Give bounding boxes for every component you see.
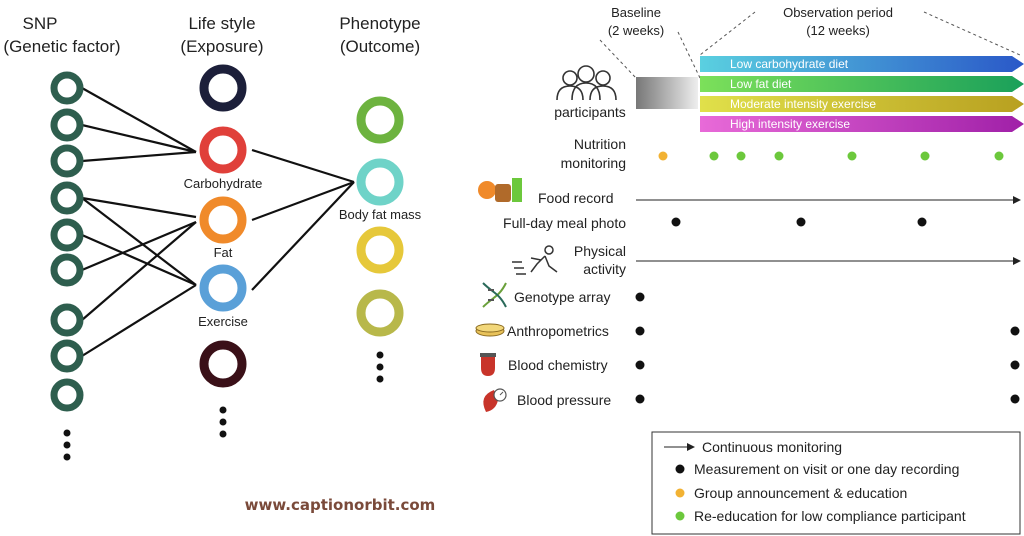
snp-ring: [50, 108, 84, 142]
lifestyle-ring-unlabeled: [199, 340, 247, 388]
anthropometrics-visit-dot: [1010, 326, 1020, 336]
legend-reeducation: Re-education for low compliance particip…: [694, 508, 966, 524]
fat-ring: [199, 196, 247, 244]
blood-chemistry-visit-dot: [635, 360, 645, 370]
genotype-visit-dot: [635, 292, 645, 302]
blood-pressure-label: Blood pressure: [517, 392, 611, 408]
nutrition-label-line1: Nutrition: [574, 136, 626, 152]
arm-low-carbohydrate: [700, 56, 1024, 72]
participants-label: participants: [554, 104, 626, 120]
observation-duration: (12 weeks): [806, 23, 870, 38]
lifestyle-ellipsis-dots: [219, 406, 227, 438]
arm-high-exercise: [700, 116, 1024, 132]
reeducation-dot: [994, 151, 1004, 161]
lifestyle-ring-unlabeled: [199, 64, 247, 112]
genotype-label: Genotype array: [514, 289, 611, 305]
physical-activity-label-line1: Physical: [574, 243, 626, 259]
announcement-dot: [658, 151, 668, 161]
phenotype-ring: [356, 96, 404, 144]
blood-pressure-visit-dot: [635, 394, 645, 404]
watermark: www.captionorbit.com: [245, 496, 436, 514]
legend-orange-dot: [675, 488, 685, 498]
phenotype-rings: [356, 96, 404, 337]
carbohydrate-label: Carbohydrate: [184, 176, 263, 191]
reeducation-dot: [847, 151, 857, 161]
blood-chemistry-visit-dot: [1010, 360, 1020, 370]
phenotype-ring: [356, 289, 404, 337]
reeducation-dot: [736, 151, 746, 161]
snp-ring: [50, 339, 84, 373]
baseline-block: [636, 77, 698, 109]
snp-subheader: (Genetic factor): [3, 37, 120, 56]
blood-tube-icon: [480, 353, 496, 376]
lifestyle-rings: [199, 64, 247, 388]
carbohydrate-ring: [199, 126, 247, 174]
baseline-label: Baseline: [611, 5, 661, 20]
snp-ring: [50, 218, 84, 252]
observation-label: Observation period: [783, 5, 893, 20]
period-brackets: [599, 11, 1021, 79]
snp-ring: [50, 71, 84, 105]
association-lines: [81, 87, 355, 357]
legend-black-dot: [675, 464, 685, 474]
snp-header: SNP: [23, 14, 58, 33]
blood-pressure-visit-dot: [1010, 394, 1020, 404]
dna-icon: [482, 282, 507, 308]
nutrition-label-line2: monitoring: [561, 155, 626, 171]
blood-pressure-icon: [483, 388, 507, 412]
legend-visit: Measurement on visit or one day recordin…: [694, 461, 959, 477]
exercise-ring: [199, 264, 247, 312]
anthropometrics-visit-dot: [635, 326, 645, 336]
runner-icon: [512, 245, 558, 275]
legend-continuous: Continuous monitoring: [702, 439, 842, 455]
tape-measure-icon: [475, 323, 505, 337]
legend-announcement: Group announcement & education: [694, 485, 907, 501]
body-fat-mass-ring: [356, 158, 404, 206]
snp-ring: [50, 378, 84, 412]
meal-photo-label: Full-day meal photo: [503, 215, 626, 231]
meal-photo-visit-dots: [671, 217, 927, 227]
physical-activity-label-line2: activity: [583, 261, 626, 277]
exercise-label: Exercise: [198, 314, 248, 329]
arm-bands: [700, 56, 1024, 132]
blood-chemistry-label: Blood chemistry: [508, 357, 608, 373]
food-record-icon: [478, 178, 522, 202]
snp-ring: [50, 144, 84, 178]
baseline-duration: (2 weeks): [608, 23, 664, 38]
arm-label-moderate: Moderate intensity exercise: [730, 97, 876, 111]
snp-ellipsis-dots: [63, 429, 71, 461]
phenotype-ring: [356, 226, 404, 274]
phenotype-ellipsis-dots: [376, 351, 384, 383]
participants-icon: [556, 65, 617, 101]
snp-rings: [50, 71, 84, 412]
reeducation-dot: [709, 151, 719, 161]
snp-ring: [50, 303, 84, 337]
lifestyle-header: Life style: [188, 14, 255, 33]
lifestyle-subheader: (Exposure): [180, 37, 263, 56]
fat-label: Fat: [214, 245, 233, 260]
arm-low-fat: [700, 76, 1024, 92]
nutrition-monitoring-dots: [658, 151, 1004, 161]
phenotype-subheader: (Outcome): [340, 37, 420, 56]
body-fat-mass-label: Body fat mass: [339, 207, 422, 222]
reeducation-dot: [920, 151, 930, 161]
arm-label-low-fat: Low fat diet: [730, 77, 792, 91]
snp-ring: [50, 181, 84, 215]
anthropometrics-label: Anthropometrics: [507, 323, 609, 339]
reeducation-dot: [774, 151, 784, 161]
arm-label-low-carb: Low carbohydrate diet: [730, 57, 849, 71]
food-record-label: Food record: [538, 190, 613, 206]
legend-box: [651, 431, 1021, 535]
legend-green-dot: [675, 511, 685, 521]
arm-label-high: High intensity exercise: [730, 117, 850, 131]
snp-ring: [50, 253, 84, 287]
phenotype-header: Phenotype: [339, 14, 420, 33]
arm-moderate-exercise: [700, 96, 1024, 112]
